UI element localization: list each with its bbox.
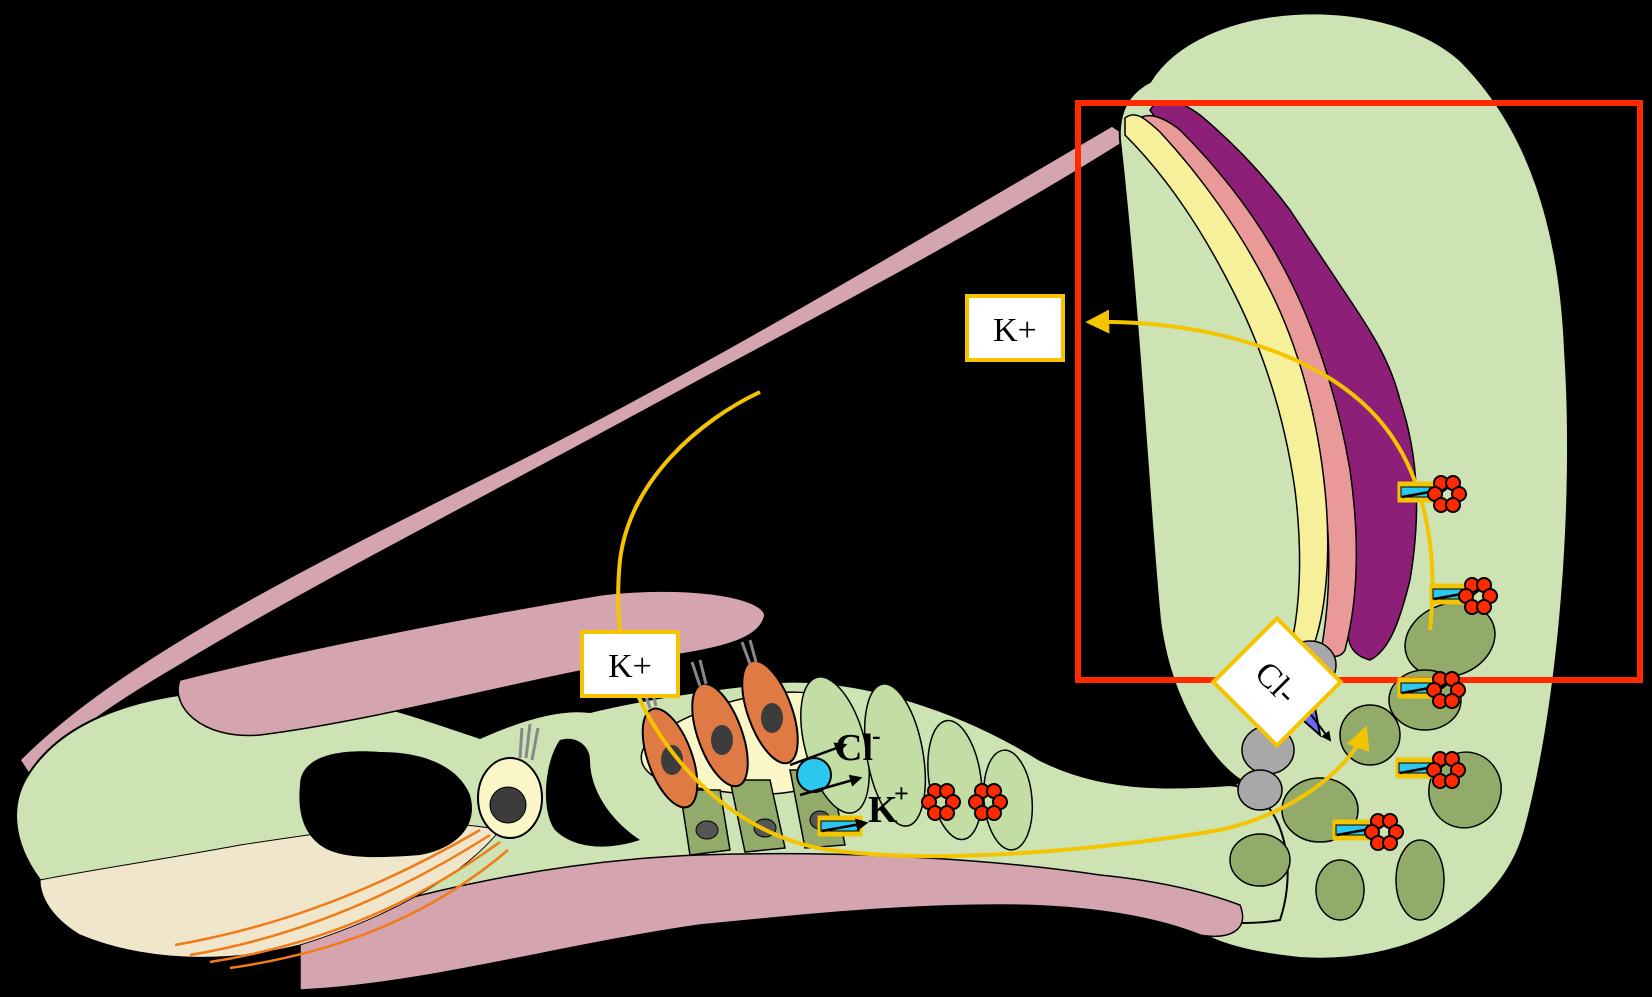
k-plus-box-upper: K+	[967, 296, 1063, 360]
potassium-channel-icon	[818, 816, 866, 836]
k-plus-box-lower: K+	[582, 632, 678, 696]
k-plus-box-lower-label: K+	[608, 648, 652, 685]
cl-ion-charge: -	[872, 721, 881, 750]
k-plus-box-upper-label: K+	[993, 312, 1037, 349]
cl-ion-label: Cl	[835, 727, 873, 769]
k-ion-charge: +	[894, 779, 909, 808]
